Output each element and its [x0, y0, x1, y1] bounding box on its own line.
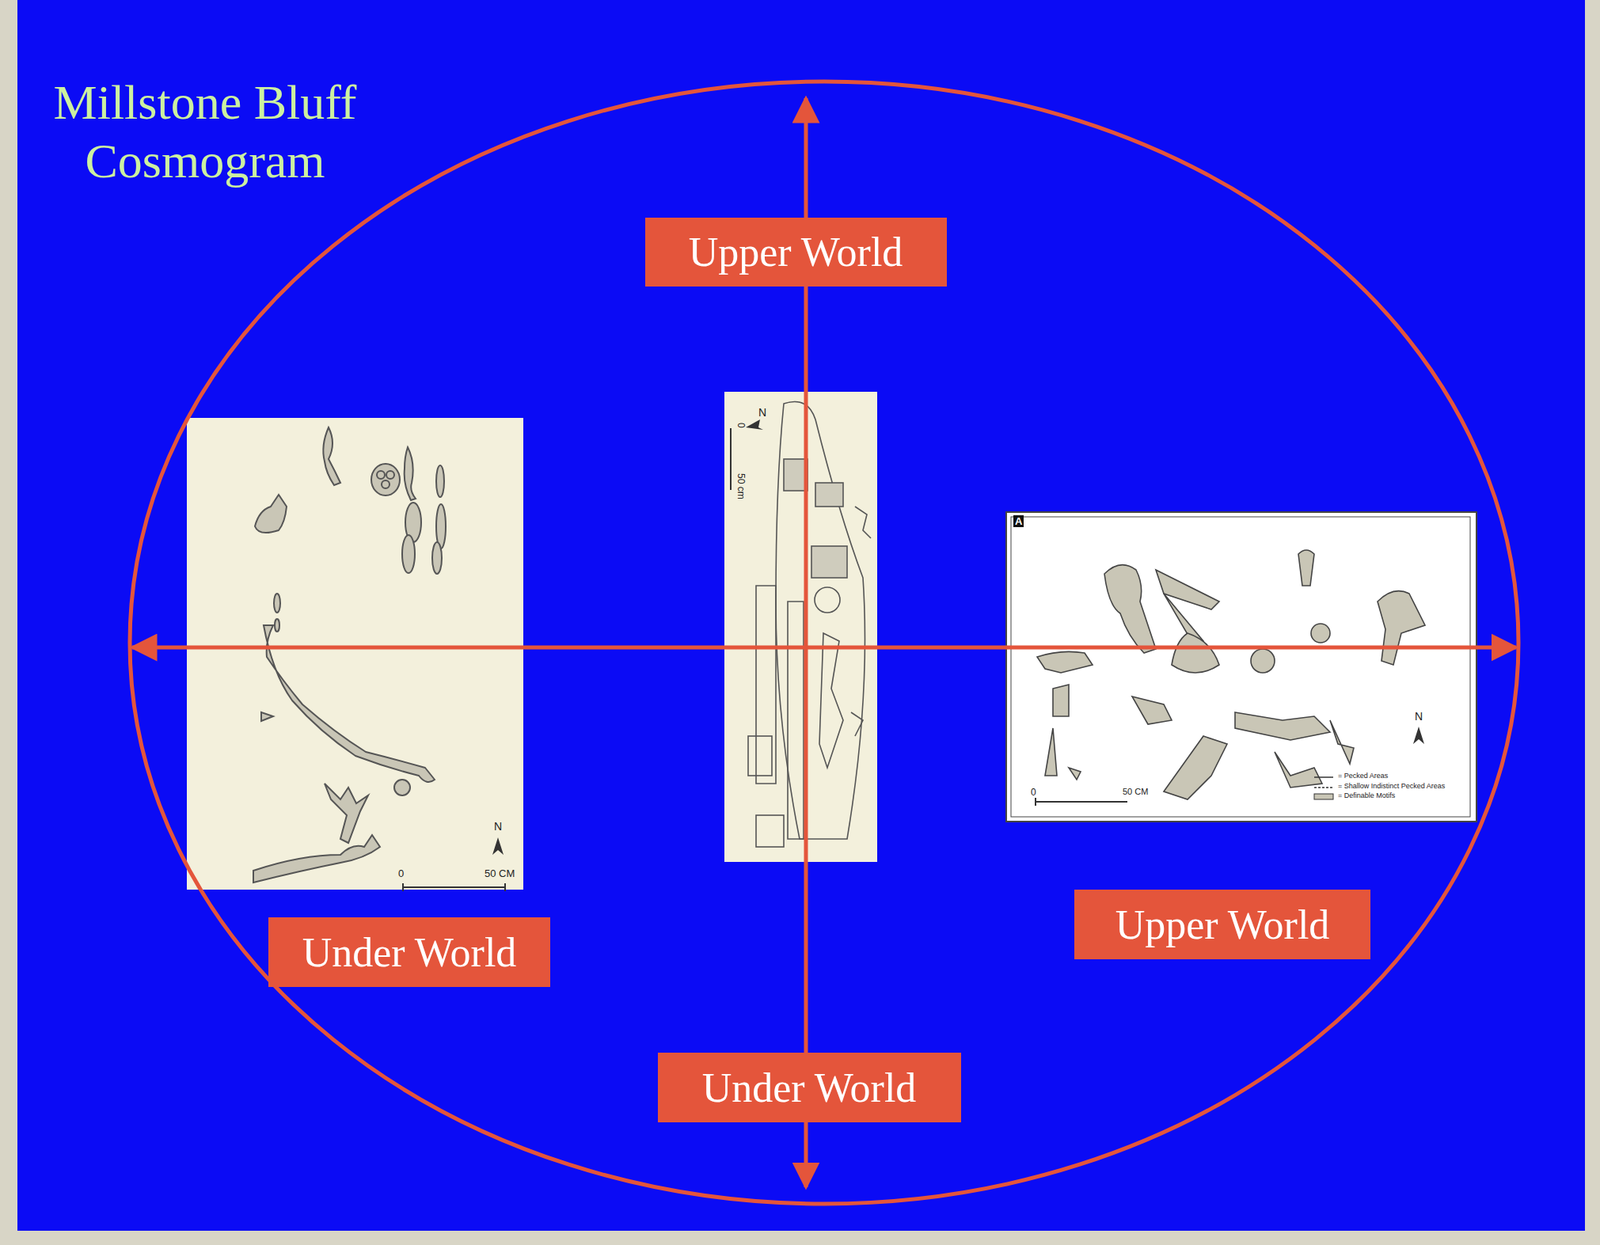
- scale-label: 0: [735, 422, 747, 429]
- world-label-box: Upper World: [645, 217, 947, 287]
- scale-label: N: [494, 820, 502, 833]
- world-label-box: Under World: [657, 1052, 962, 1123]
- petroglyph-panel: [186, 418, 524, 890]
- world-label-box: Upper World: [1074, 889, 1371, 960]
- world-label: Under World: [702, 1064, 917, 1112]
- scale-label: 50 cm: [735, 473, 747, 500]
- diagram-title: Millstone Bluff Cosmogram: [30, 72, 380, 191]
- legend-entry: = Definable Motifs: [1337, 791, 1395, 801]
- world-label-box: Under World: [268, 917, 551, 988]
- world-label: Upper World: [688, 228, 904, 276]
- blue-ground: [17, 0, 1585, 1232]
- petroglyph-drawing: [748, 402, 871, 848]
- world-label: Under World: [302, 929, 517, 977]
- legend-entry: = Pecked Areas: [1337, 771, 1388, 781]
- cosmos-ellipse: [129, 81, 1519, 1205]
- petroglyph-panel: [1006, 512, 1477, 822]
- world-label: Upper World: [1115, 901, 1331, 949]
- scale-label: N: [758, 406, 767, 419]
- petroglyph-drawing: [1037, 550, 1426, 800]
- scale-label: 50 CM: [1122, 786, 1148, 797]
- scale-label: A: [1013, 515, 1024, 528]
- petroglyph-drawing: [253, 427, 446, 883]
- scale-label: 50 CM: [484, 867, 515, 880]
- scale-label: 0: [398, 867, 404, 880]
- legend-entry: = Shallow Indistinct Pecked Areas: [1337, 782, 1445, 791]
- scale-label: 0: [1030, 786, 1037, 799]
- horizontal-axis-arrow: [132, 646, 1517, 650]
- scale-label: N: [1414, 710, 1423, 723]
- legend-line-sample: [1314, 776, 1334, 779]
- petroglyph-panel: [724, 391, 878, 863]
- legend-line-sample: [1314, 786, 1334, 789]
- legend-shape-sample: [1314, 794, 1334, 800]
